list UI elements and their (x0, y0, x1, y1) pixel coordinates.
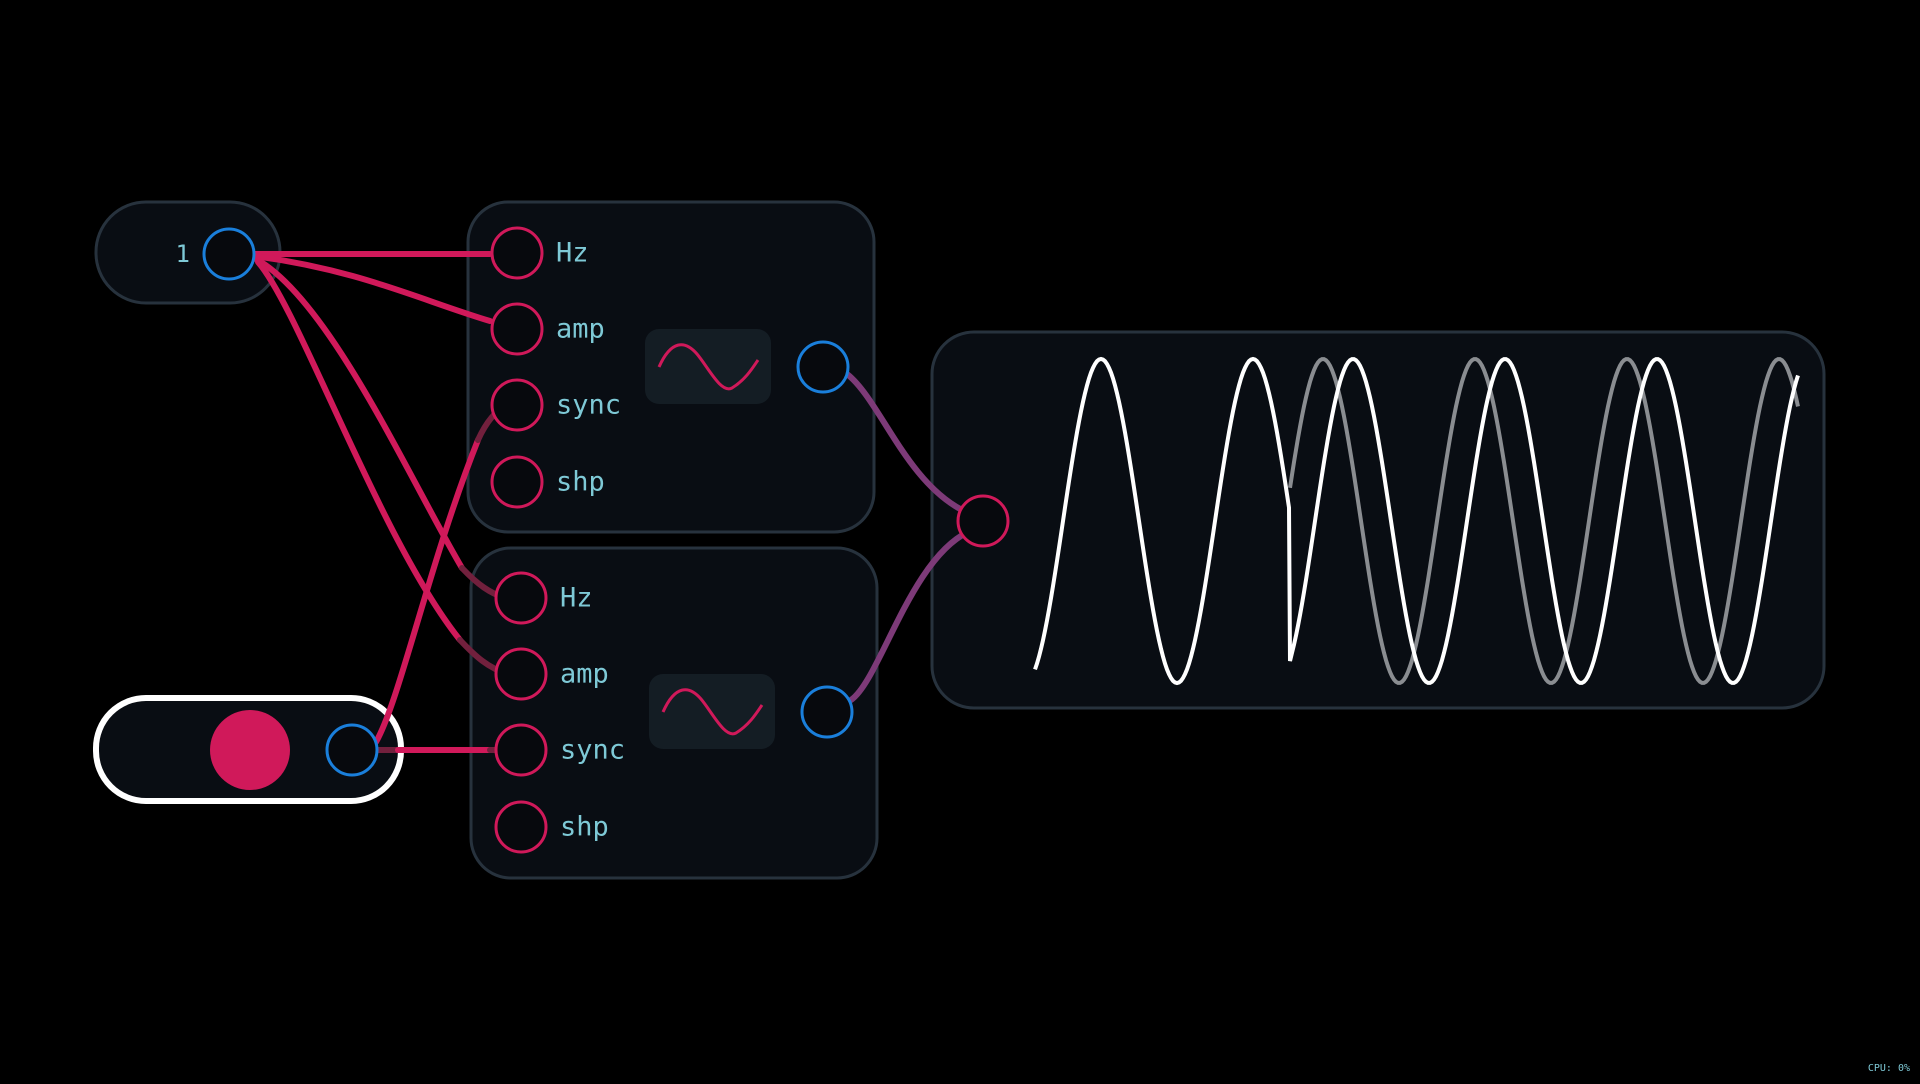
oscillator-2-label-shp: shp (560, 812, 609, 843)
scope-input-port[interactable] (956, 494, 1010, 548)
constant-value: 1 (176, 240, 190, 268)
cable-const-to-osc2-hz[interactable] (253, 256, 465, 571)
oscillator-1-shp-port[interactable] (490, 455, 544, 509)
scope-module[interactable] (930, 330, 1826, 710)
oscillator-1-output-port[interactable] (796, 340, 850, 394)
oscillator-1[interactable]: Hz amp sync shp (466, 200, 876, 534)
toggle-indicator[interactable] (210, 710, 290, 790)
cable-osc1-to-scope[interactable] (844, 371, 965, 513)
constant-output-port[interactable] (202, 227, 256, 281)
oscillator-1-label-sync: sync (556, 390, 621, 421)
oscillator-2-hz-port[interactable] (494, 571, 548, 625)
oscillator-2-sync-port[interactable] (494, 723, 548, 777)
oscillator-1-label-hz: Hz (556, 238, 589, 269)
cable-const-to-osc1-amp[interactable] (251, 253, 493, 324)
scope-trace-primary (1033, 356, 1800, 686)
toggle-output-port[interactable] (325, 723, 379, 777)
oscillator-2-label-hz: Hz (560, 583, 593, 614)
scope-trace-secondary (1288, 357, 1800, 685)
oscillator-2-amp-port[interactable] (494, 647, 548, 701)
toggle-node[interactable] (93, 695, 404, 804)
sine-wave-icon (657, 343, 760, 391)
cpu-status: CPU: 0% (1867, 1063, 1910, 1074)
ports (202, 226, 1010, 854)
oscillator-2-output-port[interactable] (800, 685, 854, 739)
sine-wave-icon (661, 688, 764, 736)
oscillator-1-label-shp: shp (556, 467, 605, 498)
oscillator-2-label-amp: amp (560, 659, 609, 690)
oscillator-1-label-amp: amp (556, 314, 605, 345)
oscillator-2-label-sync: sync (560, 735, 625, 766)
oscillator-2-waveform-display (649, 674, 775, 749)
oscillator-2[interactable]: Hz amp sync shp (469, 546, 879, 880)
cable-osc2-to-scope[interactable] (848, 529, 971, 703)
oscillator-1-waveform-display (645, 329, 771, 404)
cable-toggle-to-osc1-sync[interactable] (373, 437, 481, 745)
oscillator-2-shp-port[interactable] (494, 800, 548, 854)
oscillator-1-sync-port[interactable] (490, 378, 544, 432)
oscillator-1-hz-port[interactable] (490, 226, 544, 280)
scope-body[interactable] (930, 330, 1826, 710)
oscillator-1-amp-port[interactable] (490, 302, 544, 356)
